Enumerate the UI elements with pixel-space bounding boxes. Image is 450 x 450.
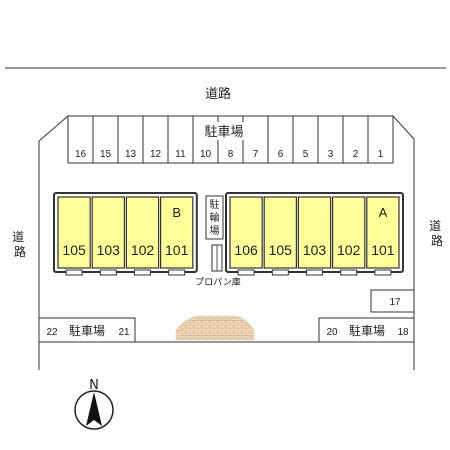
unit-number: 103 xyxy=(97,242,121,258)
north-arrow-icon xyxy=(86,392,102,426)
block-wall xyxy=(175,315,255,341)
unit-entrance xyxy=(99,269,117,276)
unit-number: 105 xyxy=(269,242,293,258)
compass: N xyxy=(74,378,114,430)
bottom-right-right-number: 18 xyxy=(397,327,409,338)
unit-entrance xyxy=(340,269,358,276)
parking-space-number: 13 xyxy=(125,149,137,160)
bottom-left-right-number: 21 xyxy=(118,327,130,338)
unit-entrance xyxy=(271,269,289,276)
unit-cell xyxy=(366,196,400,269)
parking-space-number: 15 xyxy=(100,149,112,160)
site-boundary-left xyxy=(38,114,69,370)
building-a: 106 105 103 102 101 A xyxy=(225,192,404,276)
unit-cell xyxy=(332,196,366,269)
parking-space-number: 11 xyxy=(175,149,186,160)
parking-space-number: 6 xyxy=(278,149,284,160)
parking-space-number: 2 xyxy=(353,149,359,160)
parking-space-number: 8 xyxy=(228,149,234,160)
unit-number: 102 xyxy=(131,242,155,258)
bottom-left-title: 駐車場 xyxy=(69,323,105,338)
parking-space-number: 16 xyxy=(75,149,87,160)
right-road-char-2: 路 xyxy=(431,233,443,248)
parking-space-number: 12 xyxy=(150,149,162,160)
building-name: A xyxy=(379,205,388,220)
parking-space-17 xyxy=(370,289,415,313)
building-name: B xyxy=(172,205,181,220)
unit-cell xyxy=(160,196,194,269)
bike-parking-char-1: 駐 xyxy=(210,198,220,211)
unit-cell xyxy=(297,196,332,269)
bike-parking-char-2: 輪 xyxy=(210,211,220,224)
unit-number: 102 xyxy=(337,242,361,258)
unit-entrance xyxy=(134,269,151,276)
bottom-right-title: 駐車場 xyxy=(349,323,385,338)
right-road-label: 道 路 xyxy=(429,219,445,248)
unit-number: 106 xyxy=(234,242,258,258)
unit-entrance xyxy=(65,269,83,276)
unit-cell xyxy=(125,196,160,269)
building-b: 105 103 102 101 B xyxy=(53,192,198,276)
unit-number: 101 xyxy=(371,242,395,258)
top-road-label: 道路 xyxy=(205,86,231,102)
unit-entrance xyxy=(168,269,186,276)
unit-cell xyxy=(91,196,125,269)
bottom-right-left-number: 20 xyxy=(326,327,338,338)
parking-space-number: 1 xyxy=(378,149,384,160)
bottom-left-left-number: 22 xyxy=(46,327,58,338)
left-road-label: 道 路 xyxy=(12,230,28,259)
compass-north-label: N xyxy=(89,378,99,393)
bottom-right-parking xyxy=(318,317,415,343)
unit-cell xyxy=(57,196,91,269)
bike-parking-char-3: 場 xyxy=(210,224,220,237)
site-boundary-right xyxy=(392,114,415,370)
unit-number: 101 xyxy=(165,242,189,258)
unit-entrance xyxy=(374,269,392,276)
unit-number: 103 xyxy=(303,242,327,258)
unit-cell xyxy=(229,196,263,269)
unit-entrance xyxy=(306,269,323,276)
unit-number: 105 xyxy=(62,242,86,258)
propane-label: プロパン庫 xyxy=(195,276,240,288)
parking-space-number: 5 xyxy=(303,149,309,160)
top-parking-title: 駐車場 xyxy=(204,125,243,140)
top-parking-title-bg xyxy=(196,122,252,140)
parking-space-number: 7 xyxy=(253,149,259,160)
parking-space-number: 10 xyxy=(200,149,212,160)
bottom-left-parking xyxy=(38,317,136,343)
unit-entrance xyxy=(237,269,255,276)
parking-space-number: 3 xyxy=(328,149,334,160)
bike-parking-box xyxy=(205,195,224,240)
right-road-char-1: 道 xyxy=(429,219,441,233)
left-road-char-1: 道 xyxy=(12,230,24,244)
unit-cell xyxy=(263,196,298,269)
parking-space-17-label: 17 xyxy=(389,297,401,308)
left-road-char-2: 路 xyxy=(14,244,26,259)
